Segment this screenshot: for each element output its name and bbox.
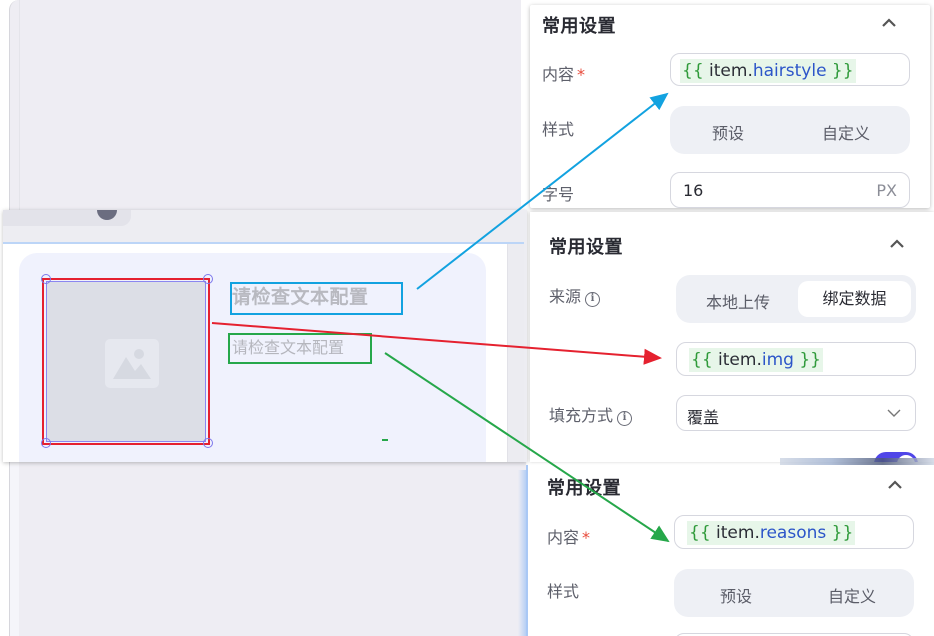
text-settings-panel: 常用设置 内容* {{ item.hairstyle }} 样式 预设 自定义 …	[530, 5, 930, 208]
info-icon[interactable]: i	[617, 411, 633, 426]
canvas-background-top	[9, 0, 521, 212]
chevron-down-icon	[887, 409, 901, 417]
font-size-value: 16	[683, 181, 704, 200]
content-label: 内容*	[547, 528, 591, 547]
style-option-preset[interactable]: 预设	[719, 587, 752, 606]
style-option-custom[interactable]: 自定义	[827, 587, 876, 606]
canvas-background-bottom	[9, 461, 526, 636]
image-binding-input[interactable]: {{ item.img }}	[676, 342, 916, 376]
binding-chip: {{ item.hairstyle }}	[680, 59, 856, 83]
resize-handle-top-left[interactable]	[41, 274, 51, 284]
required-mark: *	[577, 65, 586, 84]
annotation-mark	[382, 439, 388, 441]
fill-mode-value: 覆盖	[687, 408, 720, 427]
resize-handle-bottom-left[interactable]	[41, 438, 51, 448]
font-size-input[interactable]: 16 PX	[670, 172, 910, 208]
coordinate-badge	[3, 210, 131, 226]
drag-handle-icon[interactable]	[97, 210, 117, 220]
required-mark: *	[582, 528, 591, 547]
font-size-unit: PX	[876, 181, 897, 200]
scrollbar[interactable]	[507, 244, 524, 462]
chevron-up-icon[interactable]	[890, 237, 904, 251]
style-label: 样式	[547, 582, 580, 601]
source-option-local-upload[interactable]: 本地上传	[705, 293, 770, 312]
panel-divider	[780, 458, 934, 468]
card-title-text[interactable]: 请检查文本配置	[232, 286, 369, 308]
chevron-up-icon[interactable]	[882, 16, 896, 30]
fill-mode-select[interactable]: 覆盖	[676, 395, 916, 431]
binding-chip: {{ item.reasons }}	[687, 521, 856, 545]
subtitle-annotation-box	[228, 333, 372, 364]
resize-handle-bottom-right[interactable]	[203, 438, 213, 448]
section-title: 常用设置	[549, 237, 623, 258]
image-placeholder	[46, 281, 206, 442]
image-icon	[105, 339, 159, 388]
style-segmented-control: 预设 自定义	[674, 569, 914, 617]
style-option-custom[interactable]: 自定义	[821, 124, 870, 143]
style-segmented-control: 预设 自定义	[670, 106, 910, 154]
image-annotation-box	[42, 278, 210, 445]
panel-edge-highlight	[518, 470, 528, 636]
resize-handle-top-right[interactable]	[203, 274, 213, 284]
section-title: 常用设置	[547, 478, 621, 499]
subtitle-settings-panel: 常用设置 内容* {{ item.reasons }} 样式 预设 自定义	[526, 465, 934, 636]
font-size-label: 字号	[542, 185, 575, 204]
image-component[interactable]	[41, 274, 213, 448]
content-binding-input[interactable]: {{ item.hairstyle }}	[670, 53, 910, 86]
chevron-up-icon[interactable]	[888, 478, 902, 492]
content-binding-input[interactable]: {{ item.reasons }}	[674, 515, 914, 549]
title-annotation-box	[230, 282, 403, 315]
style-label: 样式	[542, 120, 575, 139]
info-icon[interactable]: i	[585, 292, 601, 307]
source-option-bind-data[interactable]: 绑定数据	[798, 281, 911, 317]
style-option-preset[interactable]: 预设	[711, 124, 744, 143]
content-label: 内容*	[542, 65, 586, 84]
source-segmented-control: 本地上传 绑定数据	[676, 275, 916, 323]
section-title: 常用设置	[542, 16, 616, 37]
binding-chip: {{ item.img }}	[689, 348, 823, 372]
